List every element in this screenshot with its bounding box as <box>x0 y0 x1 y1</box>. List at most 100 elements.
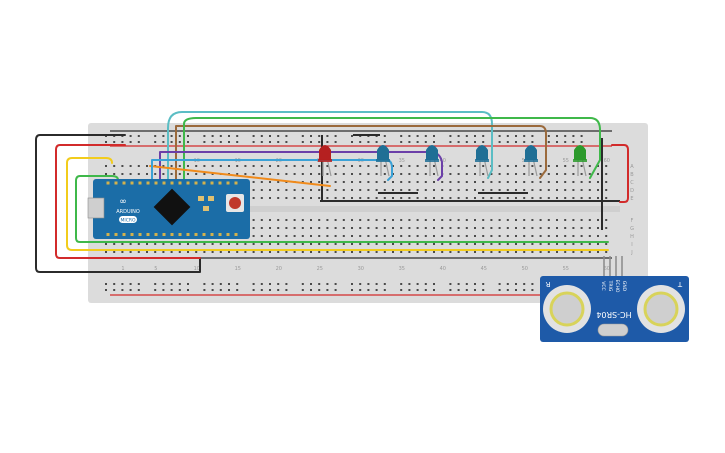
breadboard-hole[interactable] <box>539 219 542 221</box>
breadboard-hole[interactable] <box>506 227 509 229</box>
breadboard-hole[interactable] <box>498 219 501 221</box>
breadboard-hole[interactable] <box>383 283 386 285</box>
breadboard-hole[interactable] <box>457 197 460 199</box>
breadboard-hole[interactable] <box>351 235 353 237</box>
breadboard-hole[interactable] <box>269 165 271 167</box>
breadboard-hole[interactable] <box>556 235 558 237</box>
breadboard-hole[interactable] <box>162 283 165 285</box>
breadboard-hole[interactable] <box>121 243 124 245</box>
breadboard-hole[interactable] <box>474 135 476 137</box>
breadboard-hole[interactable] <box>547 135 550 137</box>
breadboard-hole[interactable] <box>342 235 345 237</box>
breadboard-hole[interactable] <box>260 283 263 285</box>
breadboard-hole[interactable] <box>318 227 321 229</box>
breadboard-hole[interactable] <box>424 197 427 199</box>
breadboard-hole[interactable] <box>187 283 189 285</box>
breadboard-hole[interactable] <box>137 173 140 175</box>
breadboard-hole[interactable] <box>498 181 501 183</box>
breadboard-hole[interactable] <box>498 165 501 167</box>
breadboard-hole[interactable] <box>523 235 526 237</box>
breadboard-hole[interactable] <box>506 135 509 137</box>
breadboard-hole[interactable] <box>334 283 337 285</box>
breadboard-hole[interactable] <box>310 173 312 175</box>
breadboard-hole[interactable] <box>531 243 534 245</box>
breadboard-hole[interactable] <box>424 251 427 253</box>
breadboard-hole[interactable] <box>547 219 550 221</box>
breadboard-hole[interactable] <box>211 251 214 253</box>
breadboard-hole[interactable] <box>408 283 411 285</box>
arduino-pin[interactable] <box>106 181 110 185</box>
breadboard-hole[interactable] <box>531 219 534 221</box>
breadboard-hole[interactable] <box>556 165 558 167</box>
breadboard-hole[interactable] <box>515 235 517 237</box>
breadboard-hole[interactable] <box>252 181 255 183</box>
breadboard-hole[interactable] <box>285 289 288 291</box>
breadboard-hole[interactable] <box>408 141 411 143</box>
breadboard-hole[interactable] <box>219 289 222 291</box>
breadboard-hole[interactable] <box>318 135 321 137</box>
breadboard-hole[interactable] <box>277 135 280 137</box>
breadboard-hole[interactable] <box>498 197 501 199</box>
breadboard-hole[interactable] <box>277 219 280 221</box>
breadboard-hole[interactable] <box>105 251 107 253</box>
breadboard-hole[interactable] <box>474 197 476 199</box>
breadboard-hole[interactable] <box>170 283 173 285</box>
breadboard-hole[interactable] <box>400 289 403 291</box>
breadboard-hole[interactable] <box>154 251 157 253</box>
breadboard-hole[interactable] <box>195 243 198 245</box>
wire-yellow[interactable] <box>66 157 609 251</box>
breadboard-hole[interactable] <box>408 243 411 245</box>
breadboard-hole[interactable] <box>424 235 427 237</box>
breadboard-hole[interactable] <box>383 243 386 245</box>
breadboard-hole[interactable] <box>219 141 222 143</box>
breadboard-hole[interactable] <box>564 181 567 183</box>
breadboard-hole[interactable] <box>252 235 255 237</box>
breadboard-hole[interactable] <box>433 189 435 191</box>
arduino-pin[interactable] <box>226 181 230 185</box>
breadboard-hole[interactable] <box>433 243 435 245</box>
breadboard-hole[interactable] <box>523 227 526 229</box>
arduino-pin[interactable] <box>106 233 110 236</box>
breadboard-hole[interactable] <box>408 189 411 191</box>
breadboard-hole[interactable] <box>523 219 526 221</box>
breadboard-hole[interactable] <box>359 165 362 167</box>
breadboard-hole[interactable] <box>318 165 321 167</box>
breadboard-hole[interactable] <box>515 283 517 285</box>
breadboard-hole[interactable] <box>564 235 567 237</box>
breadboard-hole[interactable] <box>187 165 189 167</box>
breadboard-hole[interactable] <box>137 165 140 167</box>
breadboard-hole[interactable] <box>367 219 370 221</box>
breadboard-hole[interactable] <box>318 197 321 199</box>
breadboard-hole[interactable] <box>129 173 132 175</box>
breadboard-hole[interactable] <box>318 181 321 183</box>
breadboard-hole[interactable] <box>318 243 321 245</box>
led[interactable] <box>426 145 438 160</box>
arduino-pin[interactable] <box>194 233 198 236</box>
breadboard-hole[interactable] <box>482 165 485 167</box>
breadboard-hole[interactable] <box>605 181 608 183</box>
breadboard-hole[interactable] <box>498 289 501 291</box>
breadboard-hole[interactable] <box>334 181 337 183</box>
breadboard-hole[interactable] <box>506 165 509 167</box>
breadboard-hole[interactable] <box>408 235 411 237</box>
breadboard-hole[interactable] <box>383 235 386 237</box>
breadboard-hole[interactable] <box>482 135 485 137</box>
breadboard-hole[interactable] <box>285 135 288 137</box>
breadboard-hole[interactable] <box>556 141 558 143</box>
breadboard-hole[interactable] <box>580 141 583 143</box>
wire-teal[interactable] <box>167 111 493 183</box>
breadboard-hole[interactable] <box>318 251 321 253</box>
breadboard-hole[interactable] <box>523 141 526 143</box>
breadboard-hole[interactable] <box>408 289 411 291</box>
breadboard-hole[interactable] <box>334 227 337 229</box>
breadboard-hole[interactable] <box>260 141 263 143</box>
breadboard-hole[interactable] <box>359 251 362 253</box>
breadboard-hole[interactable] <box>178 173 181 175</box>
breadboard-hole[interactable] <box>236 141 239 143</box>
breadboard-hole[interactable] <box>351 289 353 291</box>
breadboard-hole[interactable] <box>564 141 567 143</box>
wire-black[interactable] <box>35 134 201 273</box>
breadboard-hole[interactable] <box>359 289 362 291</box>
breadboard-hole[interactable] <box>572 219 575 221</box>
breadboard-hole[interactable] <box>252 243 255 245</box>
